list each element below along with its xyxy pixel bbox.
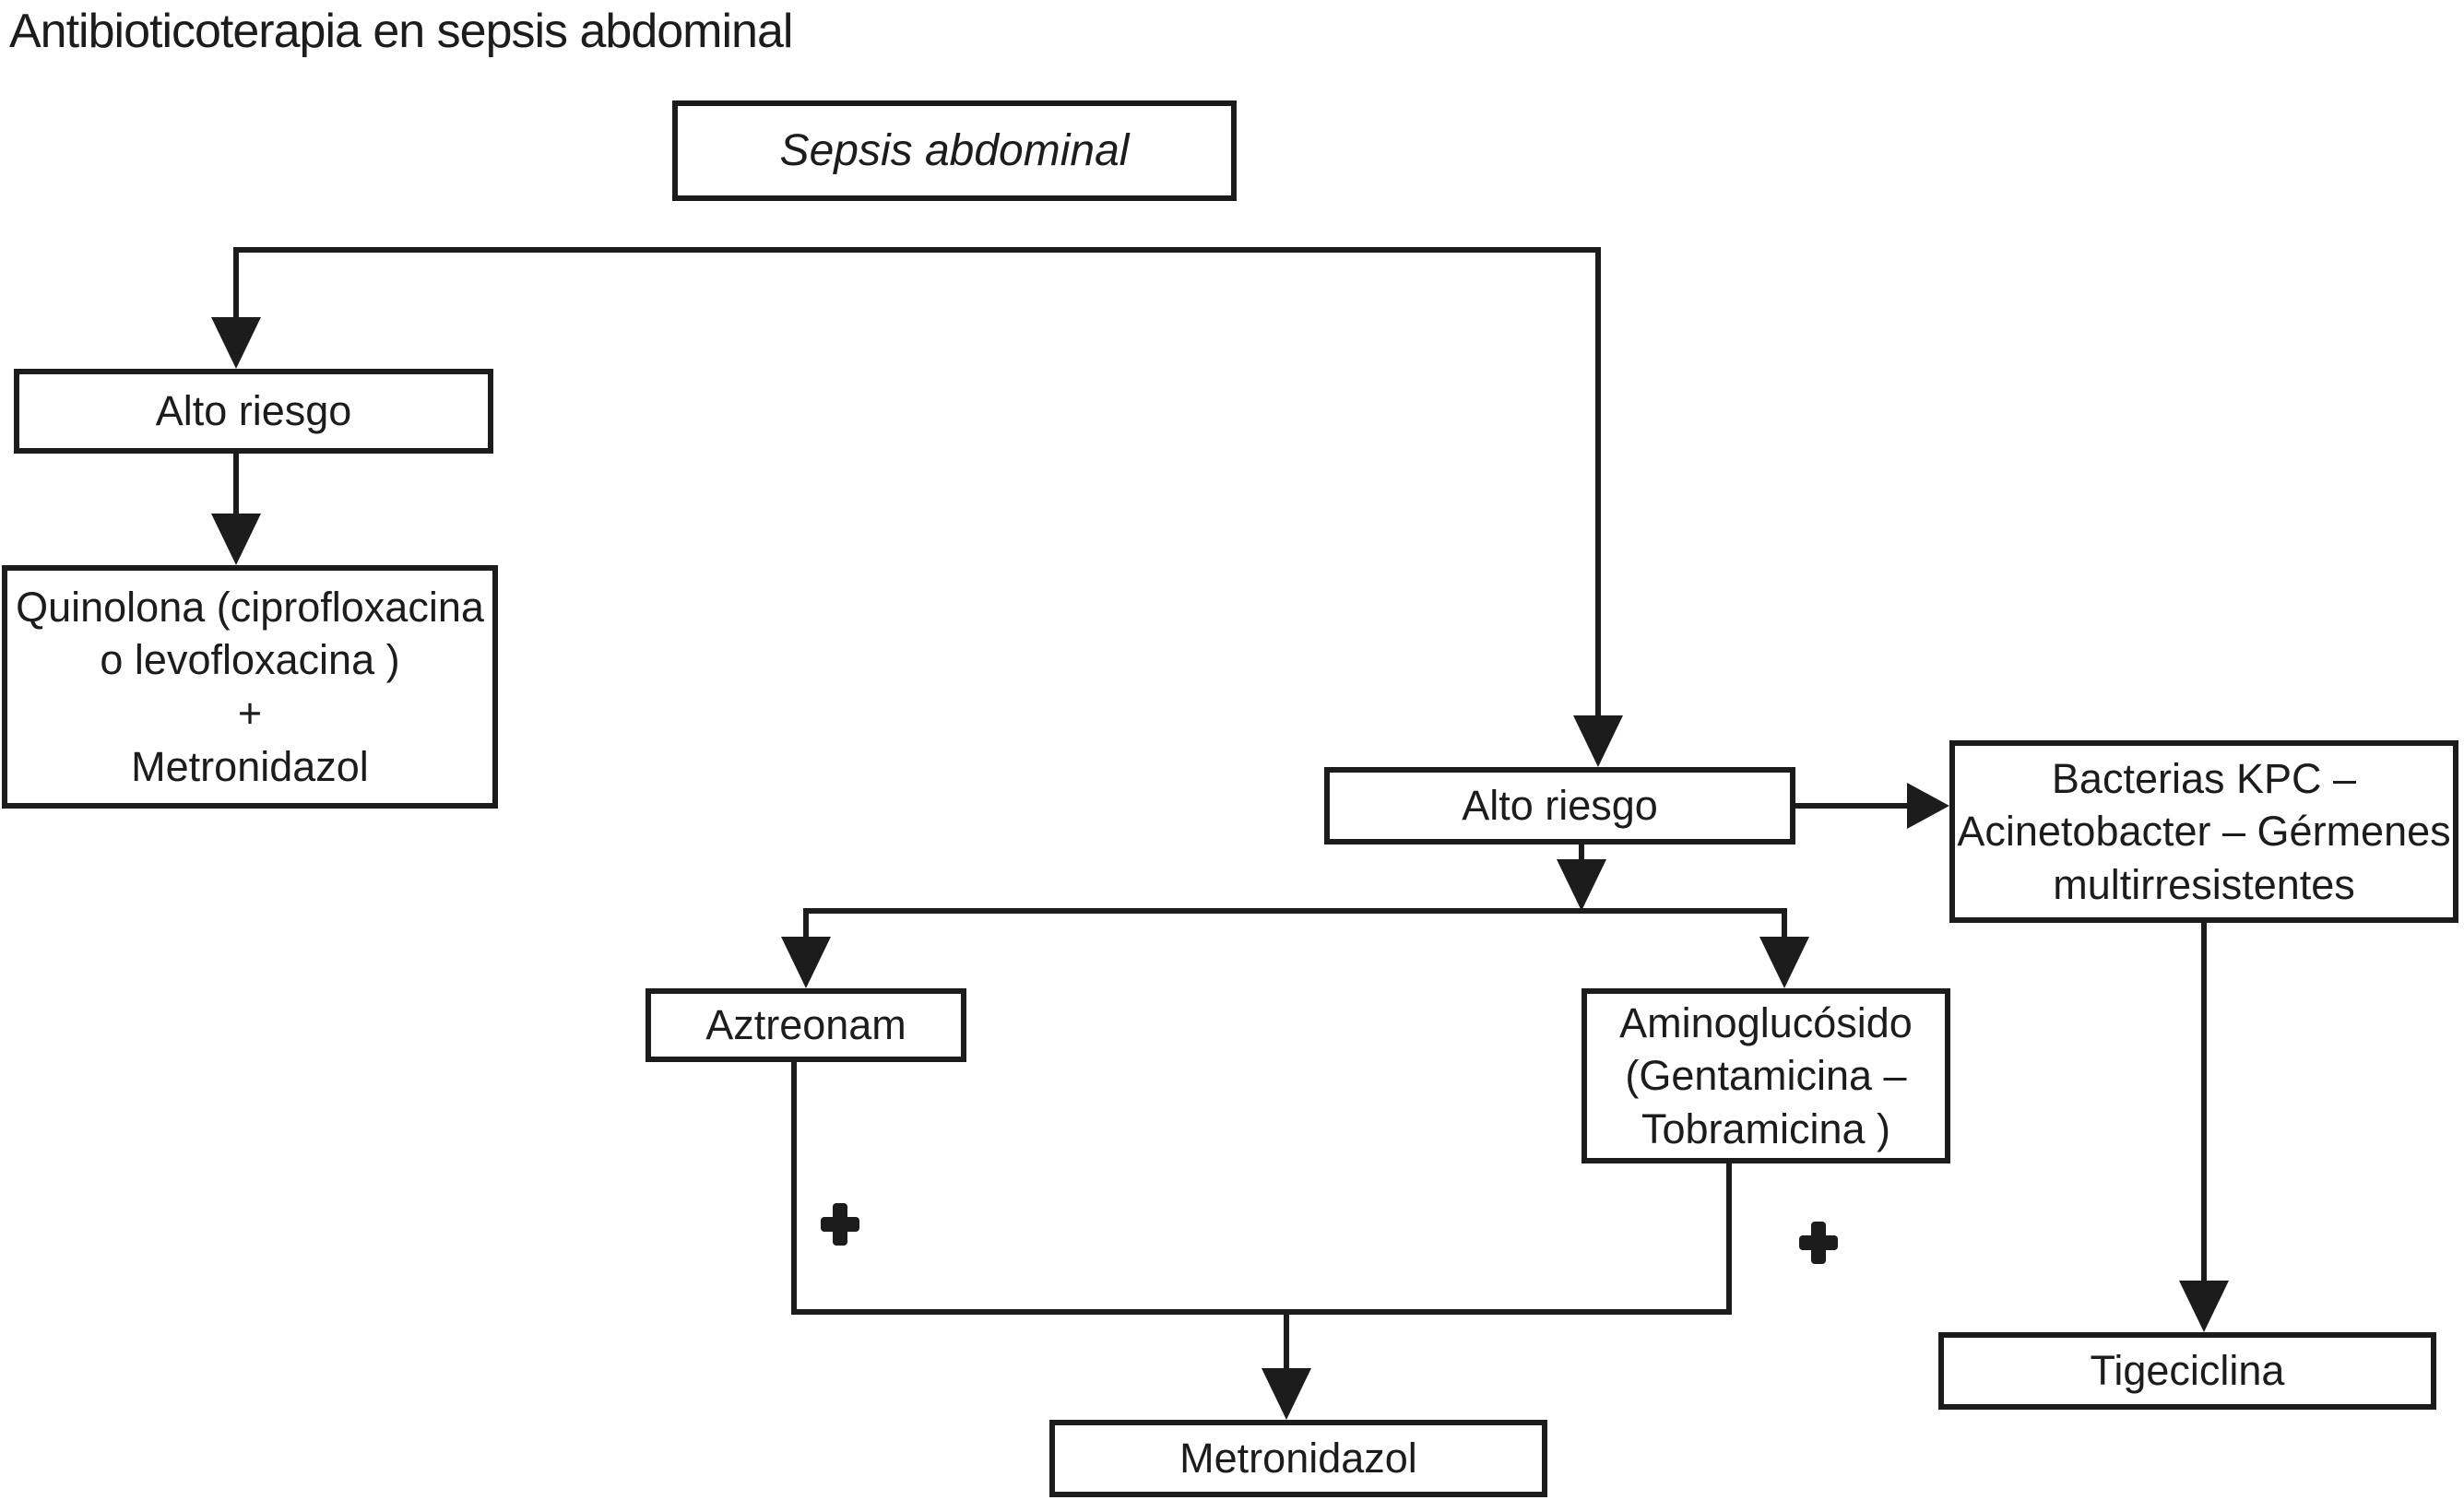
node-quinolona: Quinolona (ciprofloxacina o levofloxacin… bbox=[2, 565, 498, 809]
node-quinolona-line-2: o levofloxacina ) bbox=[100, 636, 400, 684]
connector-top-split-horizontal bbox=[233, 247, 1601, 253]
node-alto-riesgo-left: Alto riesgo bbox=[14, 369, 493, 454]
connector-top-right-vertical bbox=[1595, 247, 1601, 719]
node-metronidazol-label: Metronidazol bbox=[1179, 1435, 1417, 1482]
connector-top-left-vertical bbox=[233, 247, 239, 321]
node-bacterias-kpc-line-1: Bacterias KPC – bbox=[2051, 754, 2357, 802]
arrowhead-into-alto-riesgo-right bbox=[1573, 715, 1623, 767]
node-bacterias-kpc: Bacterias KPC – Acinetobacter – Gérmenes… bbox=[1949, 740, 2458, 923]
node-quinolona-line-1: Quinolona (ciprofloxacina bbox=[16, 583, 484, 631]
node-quinolona-line-4: Metronidazol bbox=[131, 742, 369, 790]
arrowhead-onto-split-line bbox=[1557, 859, 1606, 911]
node-bacterias-kpc-line-3: multirresistentes bbox=[2053, 860, 2355, 908]
node-metronidazol: Metronidazol bbox=[1049, 1420, 1547, 1497]
plus-operator-left bbox=[821, 1203, 859, 1246]
connector-bacterias-to-tigeciclina bbox=[2201, 923, 2207, 1282]
arrowhead-into-aztreonam bbox=[781, 937, 831, 988]
connector-alto-right-to-bacterias bbox=[1795, 803, 1911, 809]
arrowhead-into-bacterias bbox=[1907, 783, 1949, 829]
node-aztreonam: Aztreonam bbox=[646, 988, 966, 1062]
node-bacterias-kpc-line-2: Acinetobacter – Gérmenes bbox=[1957, 808, 2451, 856]
node-aztreonam-label: Aztreonam bbox=[705, 1001, 906, 1049]
connector-split-left-vertical bbox=[803, 908, 809, 941]
arrowhead-into-quinolona bbox=[211, 514, 261, 565]
arrowhead-into-aminoglucosido bbox=[1759, 937, 1809, 988]
plus-operator-right bbox=[1799, 1222, 1838, 1264]
connector-split-horizontal bbox=[803, 908, 1787, 914]
node-aminoglucosido-line-1: Aminoglucósido bbox=[1619, 998, 1913, 1046]
connector-aztreonam-down bbox=[791, 1062, 797, 1315]
connector-alto-left-to-quinolona bbox=[233, 454, 239, 518]
node-tigeciclina-label: Tigeciclina bbox=[2090, 1347, 2285, 1395]
node-aminoglucosido-line-3: Tobramicina ) bbox=[1641, 1104, 1891, 1152]
node-alto-riesgo-right-label: Alto riesgo bbox=[1462, 782, 1658, 830]
connector-junction-to-metronidazol bbox=[1284, 1315, 1289, 1372]
node-alto-riesgo-left-label: Alto riesgo bbox=[155, 387, 352, 435]
node-tigeciclina: Tigeciclina bbox=[1938, 1332, 2436, 1410]
connector-alto-right-down-stub bbox=[1579, 844, 1584, 865]
node-sepsis-abdominal-label: Sepsis abdominal bbox=[779, 125, 1130, 175]
connector-junction-horizontal bbox=[791, 1309, 1732, 1315]
connector-aminoglucosido-down bbox=[1726, 1163, 1732, 1315]
node-sepsis-abdominal: Sepsis abdominal bbox=[672, 100, 1237, 201]
node-quinolona-line-3: + bbox=[237, 690, 263, 737]
connector-split-right-vertical bbox=[1782, 908, 1787, 941]
node-aminoglucosido: Aminoglucósido (Gentamicina – Tobramicin… bbox=[1581, 988, 1950, 1163]
node-alto-riesgo-right: Alto riesgo bbox=[1324, 767, 1795, 844]
arrowhead-into-alto-riesgo-left bbox=[211, 317, 261, 369]
figure-title: Antibioticoterapia en sepsis abdominal bbox=[9, 5, 793, 58]
node-aminoglucosido-line-2: (Gentamicina – bbox=[1625, 1052, 1907, 1100]
arrowhead-into-metronidazol bbox=[1262, 1368, 1311, 1420]
arrowhead-into-tigeciclina bbox=[2179, 1281, 2229, 1332]
